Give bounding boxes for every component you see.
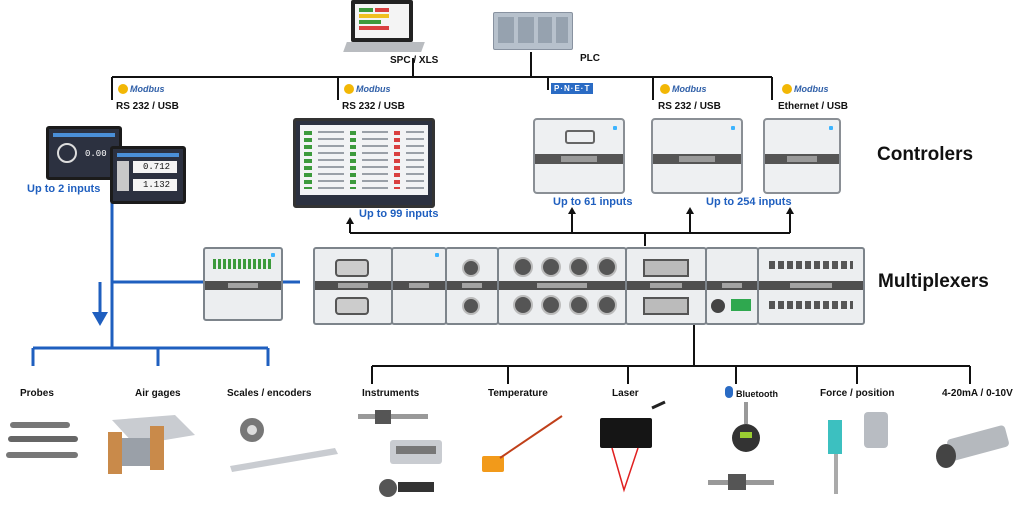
plc-icon	[493, 12, 573, 50]
multiplexer-3	[391, 247, 447, 325]
protocol-c4: RS 232 / USB	[658, 101, 721, 112]
force-sensor-icon	[828, 412, 888, 494]
sensor-illustrations	[6, 400, 1009, 497]
modbus-logo-2: Modbus	[344, 84, 391, 94]
sensor-label-analog: 4-20mA / 0-10V	[942, 388, 1013, 399]
modbus-logo-1: Modbus	[118, 84, 165, 94]
scale-encoder-icon	[230, 418, 338, 472]
sensor-label-laser: Laser	[612, 388, 639, 399]
inputs-c2: Up to 99 inputs	[359, 208, 439, 220]
bluetooth-icon	[725, 386, 733, 398]
multiplexer-1	[203, 247, 283, 321]
multiplexer-8	[757, 247, 865, 325]
controller-touch-panel	[293, 118, 435, 208]
controller-box-3	[533, 118, 625, 194]
display-3-value: 1.132	[143, 180, 171, 190]
inputs-c3: Up to 61 inputs	[553, 196, 633, 208]
protocol-c2: RS 232 / USB	[342, 101, 405, 112]
sensor-label-instruments: Instruments	[362, 388, 420, 399]
inputs-c1: Up to 2 inputs	[27, 183, 101, 195]
sensor-label-air-gages: Air gages	[135, 388, 181, 399]
protocol-c1: RS 232 / USB	[116, 101, 179, 112]
controller-display-small-1: 0.00	[46, 126, 122, 180]
multiplexer-4	[445, 247, 499, 325]
protocol-c5: Ethernet / USB	[778, 101, 849, 112]
inputs-c45: Up to 254 inputs	[706, 196, 792, 208]
modbus-logo-4: Modbus	[782, 84, 829, 94]
multiplexer-5	[497, 247, 627, 325]
sensor-label-temperature: Temperature	[488, 388, 548, 399]
analog-sensor-icon	[936, 425, 1009, 468]
multiplexer-6	[625, 247, 707, 325]
sensor-label-force: Force / position	[820, 388, 895, 399]
sensor-label-bluetooth: Bluetooth	[736, 389, 778, 399]
multiplexer-2	[313, 247, 393, 325]
bluetooth-indicator-icon	[708, 402, 774, 490]
laptop-icon	[343, 0, 425, 56]
plc-label: PLC	[580, 53, 600, 64]
instruments-icon	[358, 410, 442, 497]
multiplexer-7	[705, 247, 759, 325]
sensor-label-probes: Probes	[20, 388, 54, 399]
display-1-value: 0.00	[85, 149, 107, 159]
modbus-logo-3: Modbus	[660, 84, 707, 94]
spc-label: SPC / XLS	[390, 55, 439, 66]
laser-sensor-icon	[600, 400, 666, 493]
sensor-label-scales: Scales / encoders	[227, 388, 312, 399]
controller-box-4	[651, 118, 743, 194]
controller-box-5	[763, 118, 841, 194]
section-multiplexers: Multiplexers	[878, 271, 989, 292]
air-gage-icon	[108, 415, 195, 474]
profinet-logo: P·N·E·T	[551, 83, 594, 94]
thermocouple-icon	[482, 415, 563, 472]
section-controllers: Controlers	[877, 144, 974, 165]
display-2-value: 0.712	[143, 162, 171, 172]
probes-icon	[6, 422, 78, 458]
controller-display-small-2: 0.712 1.132	[110, 146, 186, 204]
